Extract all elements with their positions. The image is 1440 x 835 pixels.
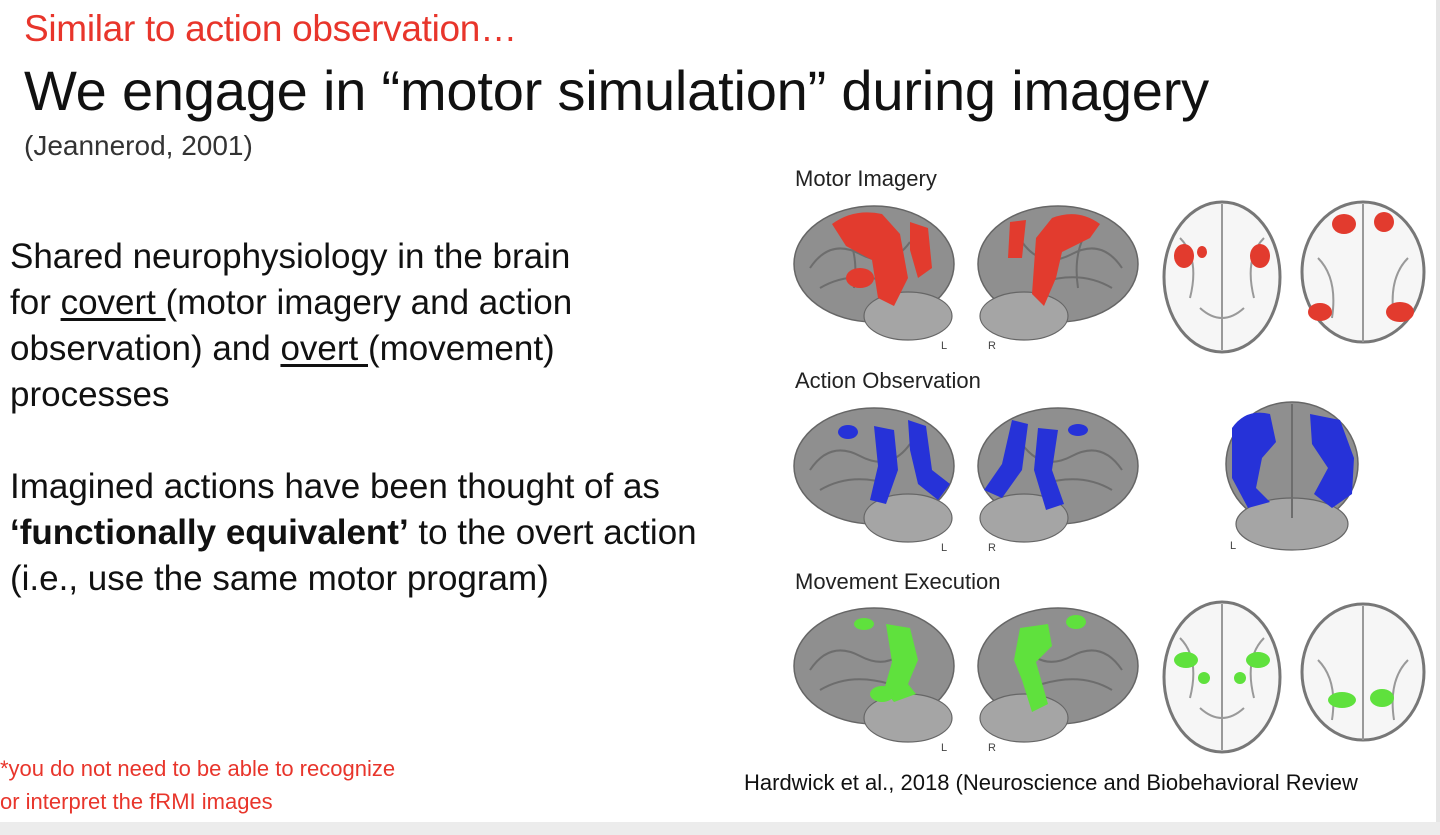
brain-lateral-right-action-observation: [977, 407, 1139, 543]
hemisphere-marker-l: L: [941, 542, 948, 554]
slide-edge-bottom: [0, 822, 1440, 835]
brain-axial-movement-execution: [1162, 600, 1282, 754]
brain-lateral-left-motor-imagery: [793, 205, 955, 341]
brain-coronal-movement-execution: [1300, 602, 1426, 742]
term-overt: overt: [280, 329, 368, 368]
hemisphere-marker-l: L: [941, 742, 948, 754]
term-covert: covert: [60, 283, 166, 322]
footnote: *you do not need to be able to recognize…: [0, 752, 395, 818]
para2-end: to the overt action (i.e., use the same …: [10, 513, 697, 598]
term-functionally-equivalent: ‘functionally equivalent’: [10, 513, 409, 552]
hemisphere-marker-r: R: [988, 542, 996, 554]
slide-title: We engage in “motor simulation” during i…: [24, 59, 1209, 122]
para2-start: Imagined actions have been thought of as: [10, 467, 660, 506]
paragraph-functional-equivalence: Imagined actions have been thought of as…: [10, 464, 700, 602]
footnote-line2: or interpret the fRMI images: [0, 789, 273, 814]
footnote-line1: *you do not need to be able to recognize: [0, 756, 396, 781]
figure-source-citation: Hardwick et al., 2018 (Neuroscience and …: [744, 770, 1358, 795]
figure-label-motor-imagery: Motor Imagery: [795, 166, 937, 191]
brain-posterior-action-observation: [1225, 401, 1359, 551]
para1-mid: (motor imagery and action observation) a…: [10, 283, 573, 368]
para1-end: (movement) processes: [10, 329, 555, 414]
para1-line1: Shared neurophysiology in the brain: [10, 237, 571, 276]
brain-lateral-right-movement-execution: [977, 607, 1139, 743]
title-citation: (Jeannerod, 2001): [24, 130, 253, 161]
brain-coronal-motor-imagery: [1300, 200, 1426, 344]
brain-axial-motor-imagery: [1162, 200, 1282, 354]
para1-for: for: [10, 283, 61, 322]
brain-lateral-right-motor-imagery: [977, 205, 1139, 341]
figure-label-action-observation: Action Observation: [795, 368, 981, 393]
slide-kicker: Similar to action observation…: [24, 8, 517, 49]
hemisphere-marker-l: L: [941, 340, 948, 352]
brain-lateral-left-movement-execution: [793, 607, 955, 743]
figure-label-movement-execution: Movement Execution: [795, 569, 1001, 594]
slide-edge-right: [1436, 0, 1440, 835]
paragraph-shared-neurophysiology: Shared neurophysiology in the brain for …: [10, 234, 700, 418]
hemisphere-marker-l: L: [1230, 540, 1237, 552]
hemisphere-marker-r: R: [988, 340, 996, 352]
brain-lateral-left-action-observation: [793, 407, 955, 543]
hemisphere-marker-r: R: [988, 742, 996, 754]
